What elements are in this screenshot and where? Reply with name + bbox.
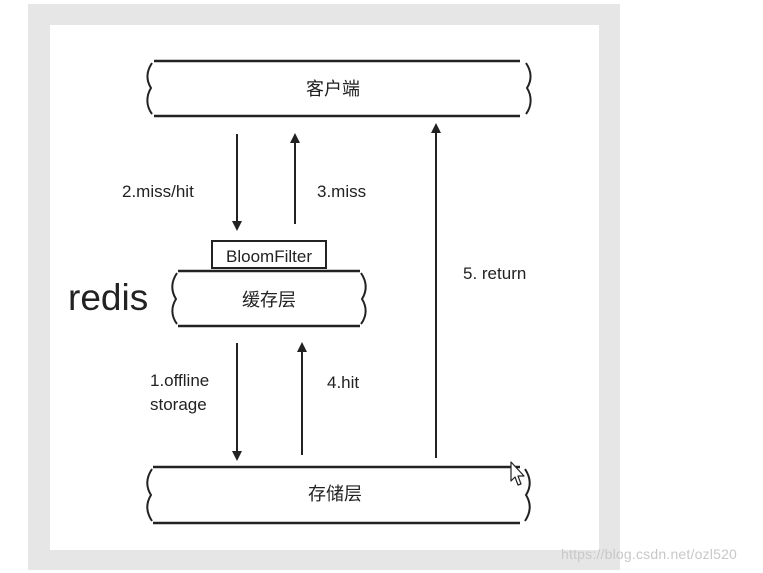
label-return: 5. return [463,264,526,283]
cache-layer: 缓存层 [171,269,367,328]
redis-label: redis [68,277,148,318]
bloom-filter-label: BloomFilter [226,247,312,266]
mouse-pointer-icon [510,461,525,486]
diagram-canvas [50,25,599,550]
label-offline-line1: 1.offline [150,371,209,390]
label-hit: 4.hit [327,373,359,392]
storage-layer-label: 存储层 [308,484,362,505]
cache-layer-label: 缓存层 [242,290,296,311]
label-offline-line2: storage [150,395,207,414]
client-layer: 客户端 [146,59,532,118]
label-miss: 3.miss [317,182,366,201]
watermark-url: https://blog.csdn.net/ozl520 [561,546,738,562]
client-layer-label: 客户端 [306,79,360,100]
storage-layer: 存储层 [146,465,531,525]
label-miss-hit: 2.miss/hit [122,182,194,201]
bloom-filter-box: BloomFilter [211,240,327,269]
